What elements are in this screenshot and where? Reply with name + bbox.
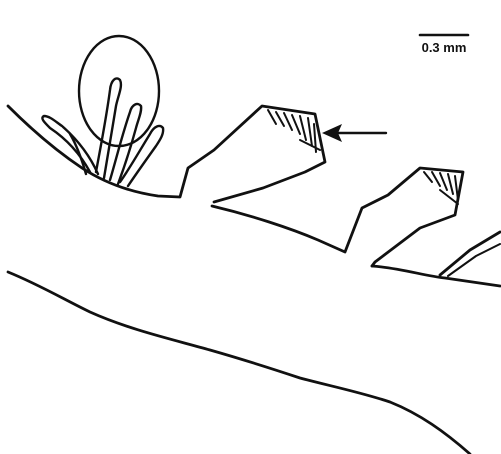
lower-margin-outline (8, 272, 470, 454)
second-tooth-outline (212, 168, 463, 266)
third-tooth-outline (372, 266, 500, 286)
tooth-tip-hatching (268, 110, 320, 152)
arrow-icon (322, 124, 386, 142)
third-tooth-tip (440, 232, 500, 275)
scale-bar-label: 0.3 mm (422, 40, 467, 55)
second-tooth-hatching (424, 172, 458, 204)
